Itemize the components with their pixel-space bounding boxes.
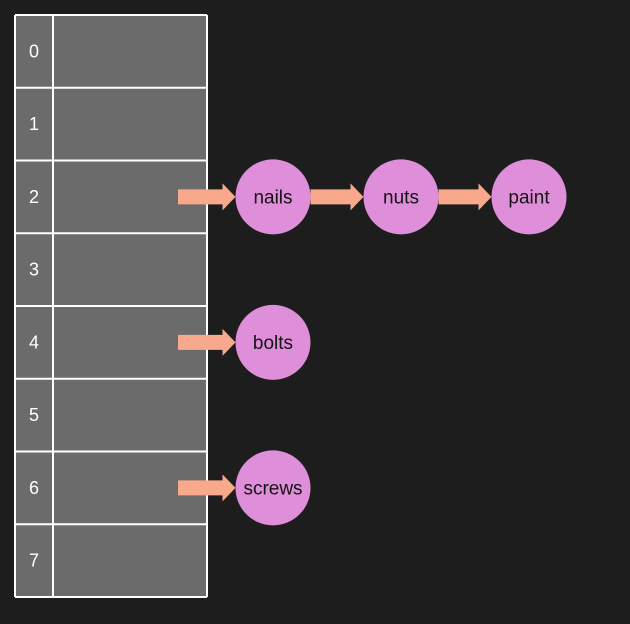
chain-node-label: nuts <box>383 187 419 208</box>
bucket-pointer-arrow <box>178 183 236 211</box>
bucket-slot <box>53 378 207 452</box>
chain-node-label: screws <box>243 478 302 499</box>
chain-node-screws <box>235 450 311 526</box>
bucket-index-label: 5 <box>29 405 39 425</box>
chain-nodes: nails nuts paint bolts screws <box>235 159 567 526</box>
bucket-index-cell <box>15 451 53 525</box>
bucket-index-label: 2 <box>29 187 39 207</box>
bucket-slot <box>53 524 207 597</box>
chain-node-label: paint <box>508 187 550 208</box>
bucket-index-cell <box>15 15 53 88</box>
bucket-pointer-arrow <box>178 328 236 356</box>
bucket-index-cell <box>15 87 53 161</box>
chain-node-nuts <box>363 159 439 235</box>
bucket-index-cell <box>15 160 53 234</box>
bucket-index-label: 6 <box>29 478 39 498</box>
bucket-index-cell <box>15 233 53 306</box>
bucket-index-label: 7 <box>29 551 39 571</box>
bucket-index-label: 3 <box>29 260 39 280</box>
chain-node-paint <box>491 159 567 235</box>
chain-node-label: nails <box>253 187 292 208</box>
bucket-index-cell <box>15 524 53 597</box>
next-pointer-arrow <box>438 183 492 211</box>
bucket-array: 0 1 2 3 4 5 6 7 <box>14 14 208 598</box>
bucket-index-cell <box>15 306 53 379</box>
bucket-slot <box>53 87 207 161</box>
chain-node-bolts <box>235 304 311 380</box>
chain-arrows <box>178 183 492 502</box>
bucket-index-label: 0 <box>29 41 39 61</box>
bucket-slot <box>53 15 207 88</box>
bucket-pointer-arrow <box>178 474 236 502</box>
bucket-index-label: 4 <box>29 332 39 352</box>
next-pointer-arrow <box>310 183 364 211</box>
bucket-index-cell <box>15 378 53 452</box>
bucket-index-label: 1 <box>29 114 39 134</box>
chain-node-label: bolts <box>253 333 293 354</box>
chain-node-nails <box>235 159 311 235</box>
bucket-slot <box>53 233 207 306</box>
